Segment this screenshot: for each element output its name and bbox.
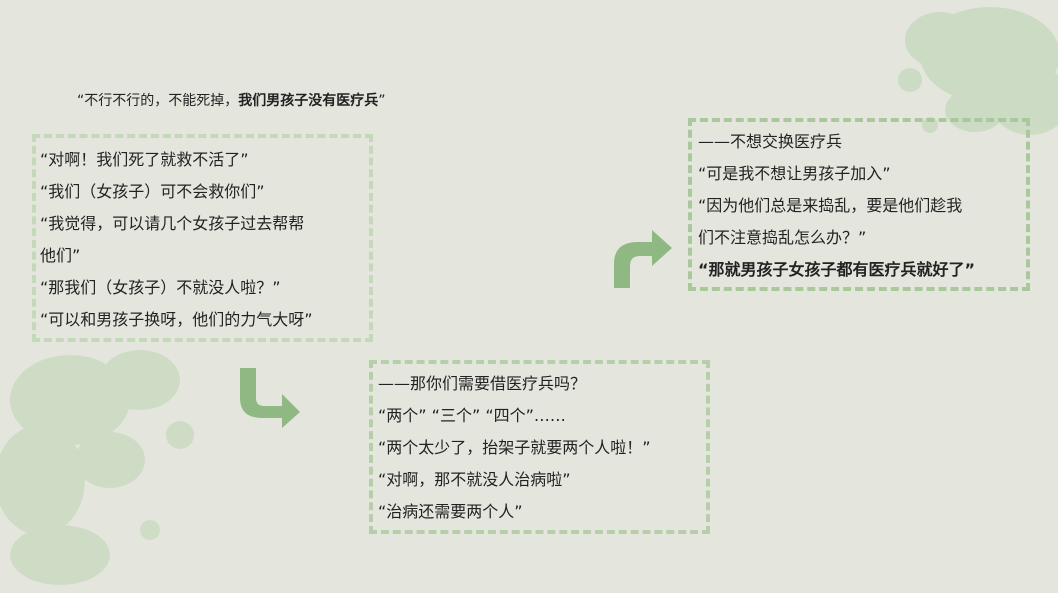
- dialogue-line: “可是我不想让男孩子加入”: [698, 164, 891, 183]
- arrow-up-right-icon: [614, 230, 672, 288]
- dialogue-box-1-text: “对啊！我们死了就救不活了” “我们（女孩子）可不会救你们” “我觉得，可以请几…: [40, 144, 313, 336]
- dialogue-line: “那就男孩子女孩子都有医疗兵就好了”: [698, 260, 976, 279]
- dialogue-line: 他们”: [40, 246, 81, 265]
- dialogue-line: “那我们（女孩子）不就没人啦？”: [40, 278, 281, 297]
- top-quote-suffix: ”: [378, 93, 386, 109]
- dialogue-box-3-text: ——不想交换医疗兵 “可是我不想让男孩子加入” “因为他们总是来捣乱，要是他们趁…: [698, 126, 975, 286]
- arrow-down-right-icon: [240, 368, 300, 428]
- dialogue-line: “对啊！我们死了就救不活了”: [40, 150, 249, 169]
- top-quote: “不行不行的，不能死掉，我们男孩子没有医疗兵”: [77, 90, 386, 110]
- dialogue-box-2-text: ——那你们需要借医疗兵吗？ “两个” “三个” “四个”…… “两个太少了，抬架…: [378, 368, 651, 528]
- dialogue-line: “因为他们总是来捣乱，要是他们趁我: [698, 196, 963, 215]
- ink-blot-bottom-left: [0, 350, 194, 585]
- dialogue-line: “我觉得，可以请几个女孩子过去帮帮: [40, 214, 305, 233]
- dialogue-line: “治病还需要两个人”: [378, 502, 523, 521]
- dialogue-box-2: [369, 360, 710, 534]
- dialogue-line: “我们（女孩子）可不会救你们”: [40, 182, 265, 201]
- dialogue-line: ——不想交换医疗兵: [698, 132, 843, 151]
- dialogue-line: 们不注意捣乱怎么办？”: [698, 228, 867, 247]
- dialogue-line: “对啊，那不就没人治病啦”: [378, 470, 571, 489]
- dialogue-line: “两个” “三个” “四个”……: [378, 406, 566, 425]
- top-quote-prefix: “不行不行的，不能死掉，: [77, 93, 239, 109]
- dialogue-line: “可以和男孩子换呀，他们的力气大呀”: [40, 310, 313, 329]
- top-quote-bold: 我们男孩子没有医疗兵: [238, 93, 379, 109]
- dialogue-line: ——那你们需要借医疗兵吗？: [378, 374, 587, 393]
- dialogue-line: “两个太少了，抬架子就要两个人啦！”: [378, 438, 651, 457]
- dialogue-box-3: [688, 118, 1030, 291]
- dialogue-box-1: [32, 134, 373, 342]
